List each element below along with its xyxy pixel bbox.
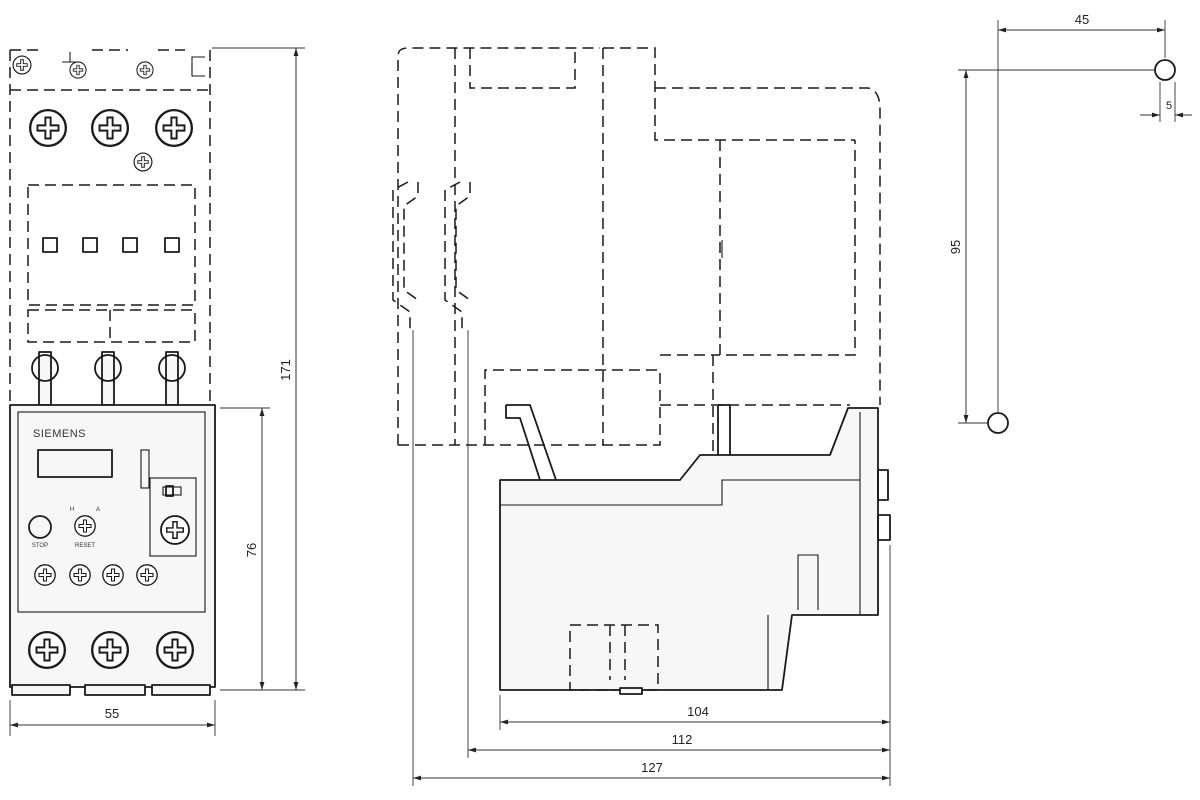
overload-relay-side <box>499 404 891 695</box>
connection-pin <box>31 351 59 406</box>
drilling-pattern: 45 95 5 <box>948 12 1192 434</box>
relay-side-foot <box>619 687 643 695</box>
indicator-square <box>122 237 138 253</box>
din-rail-clip <box>444 181 471 330</box>
side-view: 104 112 127 <box>392 47 891 786</box>
screw-icon <box>28 108 68 148</box>
dimension-relay-height-label: 76 <box>244 543 259 557</box>
relay-side-edge <box>500 412 861 690</box>
auxiliary-terminal-screw-icon <box>102 564 124 586</box>
dimension-total-height-label: 171 <box>278 359 293 381</box>
display-window <box>37 449 113 478</box>
relay-front-panel <box>17 411 206 613</box>
indicator-square <box>42 237 58 253</box>
screw-icon <box>133 152 153 172</box>
extension-line <box>958 20 1176 424</box>
auxiliary-terminal-screw-icon <box>136 564 158 586</box>
current-setting-screw-icon <box>160 515 190 545</box>
front-dimensions: 55 76 171 <box>9 47 305 736</box>
indicator-square <box>164 237 180 253</box>
contactor-side-body <box>397 47 881 446</box>
screw-icon <box>136 61 154 79</box>
dimension-depth-total-label: 127 <box>641 760 663 775</box>
main-terminal-screw-icon <box>90 630 130 670</box>
dimension-depth-relay-label: 104 <box>687 704 709 719</box>
extension-line <box>412 330 891 786</box>
top-terminal-post <box>62 52 80 63</box>
indicator-square <box>82 237 98 253</box>
screw-icon <box>69 61 87 79</box>
overload-relay-front: SIEMENS STOP H A RESET <box>9 404 216 696</box>
setting-panel <box>149 477 197 557</box>
dimension-hole-offset-label: 5 <box>1166 100 1172 112</box>
screw-icon <box>12 55 32 75</box>
dimension-hole-v-label: 95 <box>948 240 963 254</box>
din-rail-clip <box>392 181 419 330</box>
stop-label: STOP <box>32 543 48 549</box>
dimension-hole-h-label: 45 <box>1075 12 1089 27</box>
relay-side-body <box>499 407 879 691</box>
contactor-front-outline <box>9 49 211 406</box>
relay-side-pin <box>717 404 731 455</box>
contactor-side-module <box>660 140 856 455</box>
main-terminal-screw-icon <box>27 630 67 670</box>
auxiliary-terminal-screw-icon <box>69 564 91 586</box>
connection-pin <box>158 351 186 406</box>
reset-label: RESET <box>75 543 95 549</box>
reset-selector-icon <box>74 515 96 537</box>
stop-button <box>28 515 52 539</box>
extension-line <box>9 700 216 736</box>
main-terminal-screw-icon <box>155 630 195 670</box>
brand-label: SIEMENS <box>33 428 86 440</box>
mounting-hole <box>987 412 1009 434</box>
relay-side-hook <box>505 404 557 481</box>
indicator-slot <box>140 449 150 489</box>
relay-side-tab <box>877 469 889 501</box>
auxiliary-terminal-screw-icon <box>34 564 56 586</box>
front-view: SIEMENS STOP H A RESET <box>9 47 305 736</box>
relay-side-tab <box>877 514 891 541</box>
screw-icon <box>90 108 130 148</box>
selector-knob <box>165 485 174 497</box>
contactor-strip <box>27 309 196 343</box>
terminal-foot <box>84 684 146 696</box>
side-dimensions: 104 112 127 <box>412 330 891 786</box>
terminal-foot <box>151 684 211 696</box>
selector-switch <box>162 486 182 496</box>
relay-side-terminal <box>569 624 659 691</box>
relay-side-terminal-divider <box>609 625 626 680</box>
hand-label: H <box>70 507 74 513</box>
auto-label: A <box>96 507 100 513</box>
top-terminal-bracket <box>191 56 205 77</box>
dimension-width-label: 55 <box>105 706 119 721</box>
screw-icon <box>154 108 194 148</box>
connection-pin <box>94 351 122 406</box>
dimension-depth-mid-label: 112 <box>672 732 693 747</box>
contactor-side-outline <box>392 47 881 455</box>
relay-side-slot <box>797 554 819 610</box>
contactor-label-area <box>27 184 196 306</box>
mounting-hole <box>1154 59 1176 81</box>
contactor-outline <box>9 49 211 405</box>
terminal-foot <box>11 684 71 696</box>
